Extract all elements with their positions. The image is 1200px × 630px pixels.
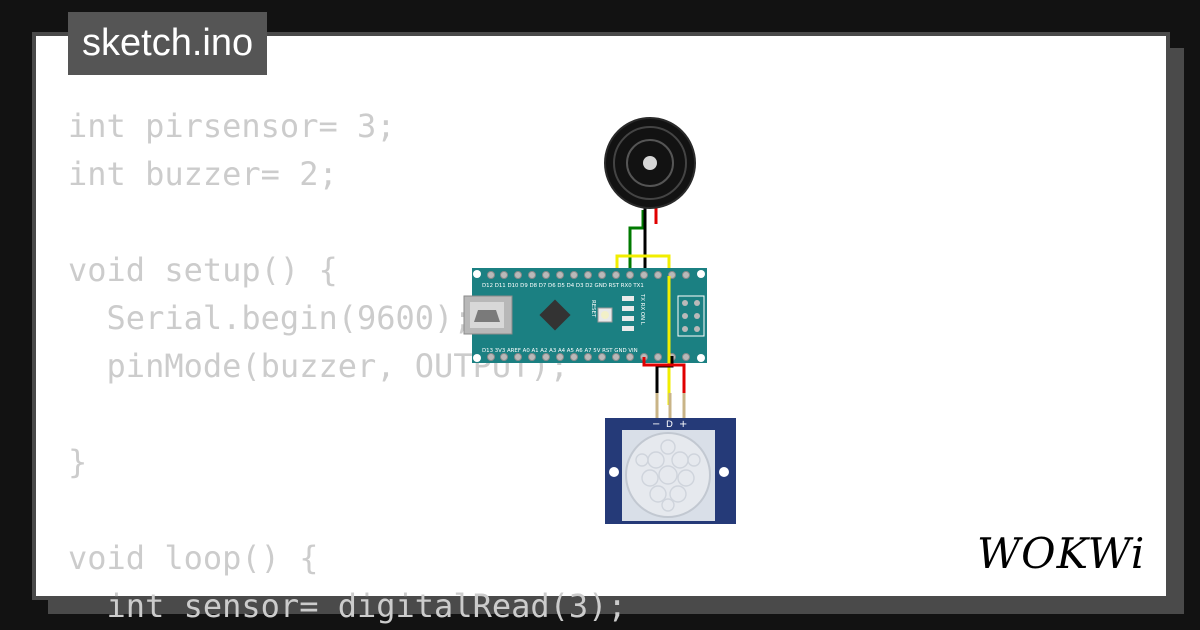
board-top-pin-labels: D12 D11 D10 D9 D8 D7 D6 D5 D4 D3 D2 GND … [482,283,644,289]
code-line: } [68,443,88,481]
code-line: void loop() { [68,539,319,577]
board-bottom-pin-labels: D13 3V3 AREF A0 A1 A2 A3 A4 A5 A6 A7 5V … [482,348,638,354]
pir-motion-sensor[interactable]: − D + [605,418,736,524]
code-line: Serial.begin(9600); [68,299,473,337]
wire-red-pir [642,357,686,393]
pir-pin-label-gnd: − [652,419,660,430]
wire-yellow-top [615,254,671,276]
wokwi-logo-text: WOKWi [977,529,1145,578]
code-line: void setup() { [68,251,338,289]
pir-pin-label-data: D [666,420,673,430]
pir-pin-label-vcc: + [679,419,687,430]
buzzer[interactable] [604,117,696,209]
code-preview: int pirsensor= 3; int buzzer= 2; void setu… [68,102,627,630]
code-line: int buzzer= 2; [68,155,338,193]
reset-label: RESET [590,300,596,318]
led-labels: TX RX ON L [639,293,645,325]
file-tab-title[interactable]: sketch.ino [68,12,268,75]
code-line: int pirsensor= 3; [68,107,396,145]
code-line: int sensor= digitalRead(3); [68,587,627,625]
arduino-nano-board[interactable]: D12 D11 D10 D9 D8 D7 D6 D5 D4 D3 D2 GND … [463,268,707,363]
wire-buzzer-green [628,210,645,276]
wokwi-logo: WOKWi [977,529,1144,578]
